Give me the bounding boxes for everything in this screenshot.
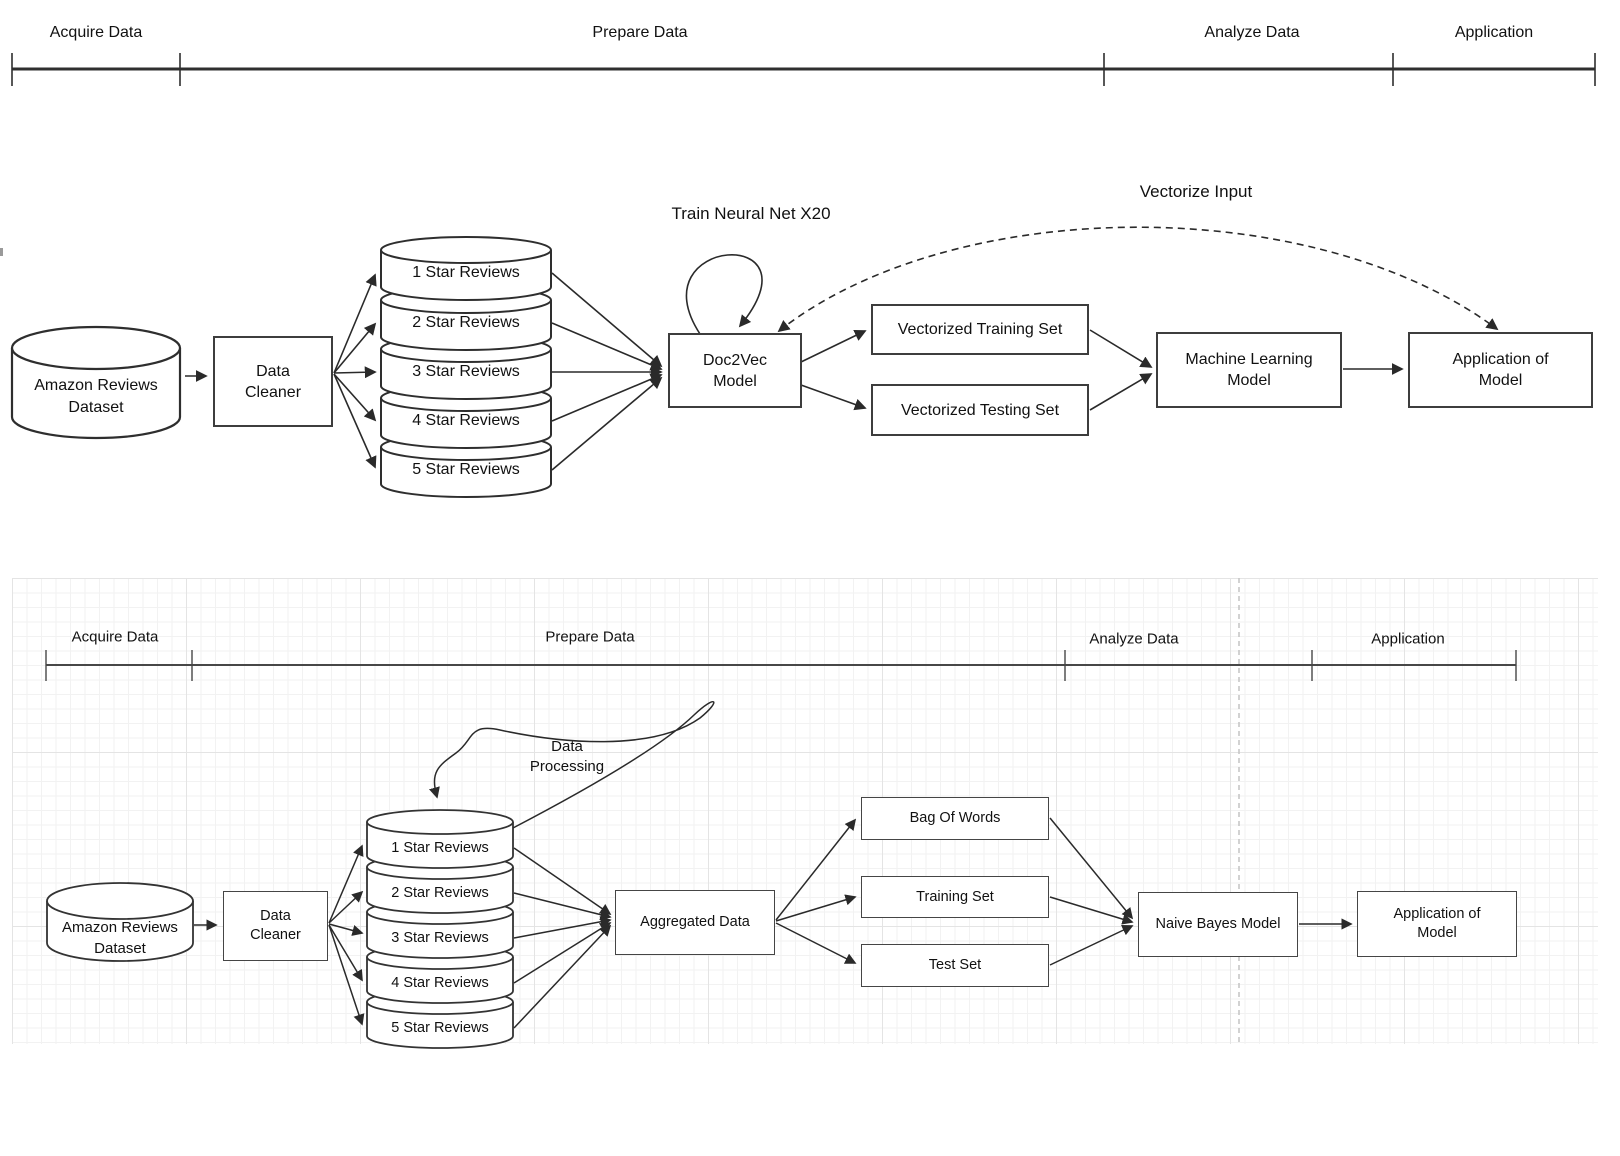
- train-loop-arrow: [685, 254, 763, 335]
- machine-learning-model-box: Machine Learning Model: [1156, 332, 1342, 408]
- top-phase-prepare-data: Prepare Data: [592, 24, 688, 41]
- test-set-box: Test Set: [861, 944, 1049, 987]
- bottom-4-star-reviews-label: 4 Star Reviews: [391, 975, 489, 991]
- vectorized-training-set-box: Vectorized Training Set: [871, 304, 1089, 355]
- top-data-cleaner-box: Data Cleaner: [213, 336, 333, 427]
- bottom-3-star-reviews-label: 3 Star Reviews: [391, 930, 489, 946]
- bottom-dataset-label: Amazon Reviews Dataset: [62, 919, 178, 957]
- stray-mark: [0, 248, 3, 256]
- top-dataset-cylinder: [10, 325, 182, 440]
- data-processing-annotation: Data Processing: [529, 738, 605, 775]
- top-phase-acquire-data: Acquire Data: [49, 24, 143, 41]
- bottom-1-star-reviews-label: 1 Star Reviews: [391, 840, 489, 856]
- top-2-star-reviews-label: 2 Star Reviews: [412, 314, 520, 331]
- bag-of-words-box: Bag Of Words: [861, 797, 1049, 840]
- bottom-star-review-cylinders: [366, 809, 514, 1049]
- aggregated-data-box: Aggregated Data: [615, 890, 775, 955]
- bottom-2-star-reviews-label: 2 Star Reviews: [391, 885, 489, 901]
- top-1-star-reviews-label: 1 Star Reviews: [412, 264, 520, 281]
- top-flow-arrows: [185, 272, 1404, 471]
- top-5-star-reviews-label: 5 Star Reviews: [412, 461, 520, 478]
- naive-bayes-model-box: Naive Bayes Model: [1138, 892, 1298, 957]
- bottom-phase-prepare-data: Prepare Data: [545, 628, 635, 646]
- top-phase-analyze-data: Analyze Data: [1204, 24, 1300, 41]
- grid-background: [12, 578, 1598, 1044]
- bottom-phase-acquire-data: Acquire Data: [71, 628, 159, 646]
- top-phase-ruler: [11, 53, 1596, 86]
- bottom-phase-analyze-data: Analyze Data: [1089, 630, 1179, 648]
- top-star-review-cylinders: [380, 236, 552, 498]
- bottom-dataset-cylinder: [46, 882, 194, 962]
- top-3-star-reviews-label: 3 Star Reviews: [412, 363, 520, 380]
- vectorized-testing-set-box: Vectorized Testing Set: [871, 384, 1089, 436]
- train-neural-net-annotation: Train Neural Net X20: [671, 204, 831, 223]
- vectorize-input-curve: [777, 226, 1499, 333]
- data-processing-loop-arrow: [429, 700, 715, 829]
- top-application-of-model-box: Application of Model: [1408, 332, 1593, 408]
- top-dataset-label: Amazon Reviews Dataset: [34, 377, 158, 416]
- vectorize-input-annotation: Vectorize Input: [1139, 182, 1253, 201]
- bottom-application-of-model-box: Application of Model: [1357, 891, 1517, 957]
- bottom-data-cleaner-box: Data Cleaner: [223, 891, 328, 961]
- bottom-phase-ruler: [45, 650, 1517, 681]
- doc2vec-model-box: Doc2Vec Model: [668, 333, 802, 408]
- bottom-flow-arrows: [194, 817, 1353, 1029]
- bottom-phase-application: Application: [1371, 630, 1445, 648]
- bottom-5-star-reviews-label: 5 Star Reviews: [391, 1020, 489, 1036]
- top-phase-application: Application: [1454, 24, 1534, 41]
- top-4-star-reviews-label: 4 Star Reviews: [412, 412, 520, 429]
- training-set-box: Training Set: [861, 876, 1049, 918]
